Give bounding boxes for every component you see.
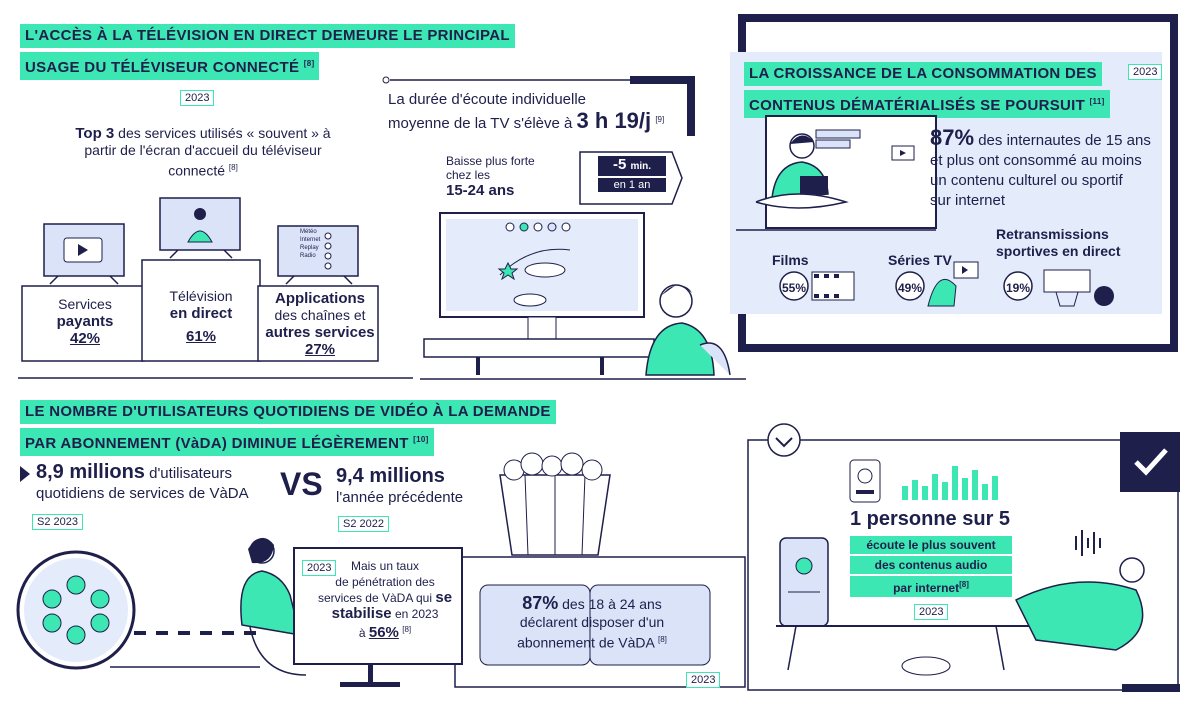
top3-caption: Top 3 des services utilisés « souvent » …	[75, 125, 331, 179]
users-prev-period: S2 2022	[338, 516, 389, 532]
duration-line1: La durée d'écoute individuelle	[388, 91, 587, 108]
youth-line2: déclarent disposer d'un	[519, 614, 665, 630]
users-prev-value: 9,4 millions	[336, 465, 445, 487]
category-sports-label: Retransmissions sportives en direct	[996, 226, 1121, 259]
vs-label: VS	[280, 466, 323, 502]
duration-text: La durée d'écoute individuelle moyenne d…	[388, 90, 698, 134]
duration-frame	[382, 76, 695, 136]
youth-line3: abonnement de VàDA [8]	[517, 634, 667, 651]
section3-title-line2: PAR ABONNEMENT (VàDA) DIMINUE LÉGÈREMENT…	[20, 428, 434, 456]
tv-room-illustration	[420, 212, 746, 380]
penetration-line2: de pénétration des	[335, 575, 435, 589]
service-apps-line3: autres services	[265, 324, 375, 341]
category-films-pct: 55%	[782, 281, 807, 295]
section2-stat-line1: 87% des internautes de 15 ans	[930, 125, 1151, 150]
youth-line1: 87% des 18 à 24 ans	[522, 593, 662, 613]
drop-badge-value: -5 min.	[598, 156, 666, 176]
penetration-line1: Mais un taux	[350, 559, 420, 573]
section2-year: 2023	[1128, 64, 1163, 80]
section2-stat: 87% des internautes de 15 ans et plus on…	[930, 125, 1170, 211]
section1-year: 2023	[180, 90, 215, 106]
category-series-label: Séries TV	[888, 252, 952, 268]
app-menu-replay: Replay	[300, 245, 319, 251]
drop-badge: -5 min. en 1 an	[598, 156, 666, 192]
users-prev-text: l'année précédente	[336, 489, 464, 506]
penetration-line3: services de VàDA qui se	[317, 589, 453, 606]
arrow-right-icon	[20, 466, 30, 482]
service-apps-pct: 27%	[304, 341, 336, 358]
section4-text: écoute le plus souvent des contenus audi…	[850, 536, 1012, 597]
duration-value: 3 h 19/j	[576, 108, 652, 133]
section1-title-line1: L'ACCÈS À LA TÉLÉVISION EN DIRECT DEMEUR…	[20, 24, 515, 48]
service-apps: Applications des chaînes et autres servi…	[262, 290, 378, 358]
youth-year: 2023	[686, 672, 721, 688]
drop-badge-period: en 1 an	[598, 178, 666, 192]
drop-caption: Baisse plus forte chez les 15-24 ans	[446, 154, 535, 198]
section3-title-line1: LE NOMBRE D'UTILISATEURS QUOTIDIENS DE V…	[20, 400, 556, 424]
penetration-year: 2023	[302, 560, 337, 576]
service-paid: Services payants 42%	[26, 296, 144, 347]
popcorn-icon	[503, 452, 603, 481]
category-sports-pct: 19%	[1006, 281, 1031, 295]
listener-illustration	[776, 530, 1145, 676]
penetration-text: Mais un taux de pénétration des services…	[300, 558, 470, 641]
section2-stat-line4: sur internet	[930, 192, 1006, 209]
youth-subscription: 87% des 18 à 24 ans déclarent disposer d…	[482, 594, 702, 652]
section4-year: 2023	[914, 604, 949, 620]
service-apps-line2: des chaînes et	[274, 307, 366, 323]
app-menu-meteo: Météo	[300, 229, 317, 235]
penetration-line5: à 56% [8]	[358, 624, 412, 641]
audio-bars-icon	[849, 459, 998, 503]
app-menu-internet: Internet	[300, 237, 321, 243]
category-films-label: Films	[772, 252, 809, 268]
app-menu-list: Météo Internet Replay Radio	[300, 228, 320, 260]
section2-title-line2: CONTENUS DÉMATÉRIALISÉS SE POURSUIT [11]	[744, 90, 1110, 118]
section2-stat-line2: et plus ont consommé au moins	[930, 152, 1142, 169]
service-live-line1: Télévision	[169, 288, 233, 304]
service-live-line2: en direct	[169, 305, 233, 322]
section2-stat-line3: un contenu culturel ou sportif	[930, 172, 1123, 189]
podium-illustration	[18, 197, 413, 379]
duration-line2: moyenne de la TV s'élève à 3 h 19/j [9]	[388, 108, 665, 133]
drop-line2: chez les	[446, 168, 491, 182]
section3-title: LE NOMBRE D'UTILISATEURS QUOTIDIENS DE V…	[20, 400, 556, 456]
section4-line2: des contenus audio	[850, 556, 1012, 574]
users-now: 8,9 millions d'utilisateurs quotidiens d…	[36, 462, 249, 504]
users-now-line2: quotidiens de services de VàDA	[36, 485, 249, 502]
service-apps-line1: Applications	[274, 290, 365, 307]
laptop-person-illustration	[736, 115, 937, 231]
drop-line1: Baisse plus forte	[446, 154, 535, 168]
section1-title-line2: USAGE DU TÉLÉVISEUR CONNECTÉ [8]	[20, 52, 320, 80]
section4-line3: par internet[8]	[850, 576, 1012, 597]
service-live: Télévision en direct 61%	[145, 288, 257, 345]
film-reel-illustration	[16, 474, 746, 688]
section2-title-line1: LA CROISSANCE DE LA CONSOMMATION DES	[744, 62, 1102, 86]
service-paid-pct: 42%	[69, 330, 101, 347]
section4-value: 1 personne sur 5	[849, 508, 1011, 530]
service-paid-line1: Services	[58, 296, 112, 312]
service-paid-line2: payants	[56, 313, 114, 330]
section2-category-icons	[779, 261, 1114, 307]
drop-age: 15-24 ans	[446, 182, 515, 199]
service-live-pct: 61%	[185, 328, 217, 345]
penetration-line4: stabilise en 2023	[331, 605, 439, 622]
section1-title: L'ACCÈS À LA TÉLÉVISION EN DIRECT DEMEUR…	[20, 24, 515, 80]
section2-title: LA CROISSANCE DE LA CONSOMMATION DES CON…	[744, 62, 1110, 118]
users-prev: 9,4 millions l'année précédente	[336, 466, 463, 508]
section4-line1: écoute le plus souvent	[850, 536, 1012, 554]
app-menu-radio: Radio	[300, 253, 316, 259]
category-series-pct: 49%	[898, 281, 923, 295]
users-now-period: S2 2023	[32, 514, 83, 530]
users-now-line1: 8,9 millions d'utilisateurs	[36, 461, 233, 483]
